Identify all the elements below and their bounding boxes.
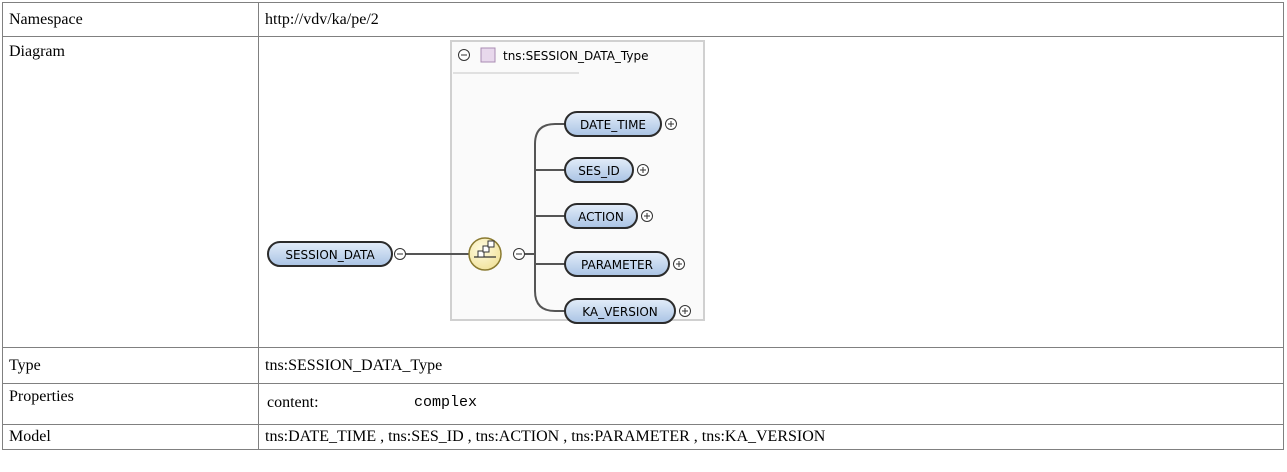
element-session-data[interactable]: SESSION_DATA [267,241,393,267]
element-label-parameter: PARAMETER [581,258,653,272]
element-label-action: ACTION [578,210,624,224]
properties-value-cell: content: complex [258,383,1284,425]
element-ses-id[interactable]: SES_ID [535,157,634,183]
element-ka-version[interactable]: KA_VERSION [555,298,676,324]
element-label-ka-version: KA_VERSION [582,305,658,319]
type-value: tns:SESSION_DATA_Type [258,347,1284,384]
element-action[interactable]: ACTION [535,203,638,229]
ka-version-expand-icon[interactable] [679,305,691,317]
schema-diagram: tns:SESSION_DATA_Type SESSION_DATA [267,40,705,324]
model-value: tns:DATE_TIME , tns:SES_ID , tns:ACTION … [258,424,1284,450]
row-namespace: Namespace http://vdv/ka/pe/2 [2,2,1284,37]
properties-label: Properties [2,383,259,425]
properties-table: Namespace http://vdv/ka/pe/2 Diagram [2,2,1284,450]
namespace-value: http://vdv/ka/pe/2 [258,2,1284,37]
properties-content-key: content: [267,394,319,411]
ses-id-expand-icon[interactable] [637,164,649,176]
element-label-ses-id: SES_ID [578,164,620,178]
date-time-expand-icon[interactable] [665,118,677,130]
row-diagram: Diagram [2,36,1284,348]
element-date-time[interactable]: DATE_TIME [555,111,662,137]
sequence-collapse-icon[interactable] [513,248,525,260]
type-collapse-icon[interactable] [458,49,470,61]
complex-type-icon [480,47,496,63]
model-label: Model [2,424,259,450]
element-label-date-time: DATE_TIME [580,118,646,132]
type-name-label: tns:SESSION_DATA_Type [503,49,648,63]
parameter-expand-icon[interactable] [673,258,685,270]
row-type: Type tns:SESSION_DATA_Type [2,347,1284,384]
properties-content-value: complex [414,394,478,411]
diagram-label: Diagram [2,36,259,348]
element-parameter[interactable]: PARAMETER [535,251,670,277]
action-expand-icon[interactable] [641,210,653,222]
namespace-label: Namespace [2,2,259,37]
row-properties: Properties content: complex [2,383,1284,425]
type-label: Type [2,347,259,384]
row-model: Model tns:DATE_TIME , tns:SES_ID , tns:A… [2,424,1284,450]
root-collapse-icon[interactable] [394,248,406,260]
element-label-session-data: SESSION_DATA [285,248,375,262]
branch-trunk [534,123,556,312]
diagram-cell: tns:SESSION_DATA_Type SESSION_DATA [258,36,1284,348]
sequence-compositor-icon[interactable] [468,237,502,271]
